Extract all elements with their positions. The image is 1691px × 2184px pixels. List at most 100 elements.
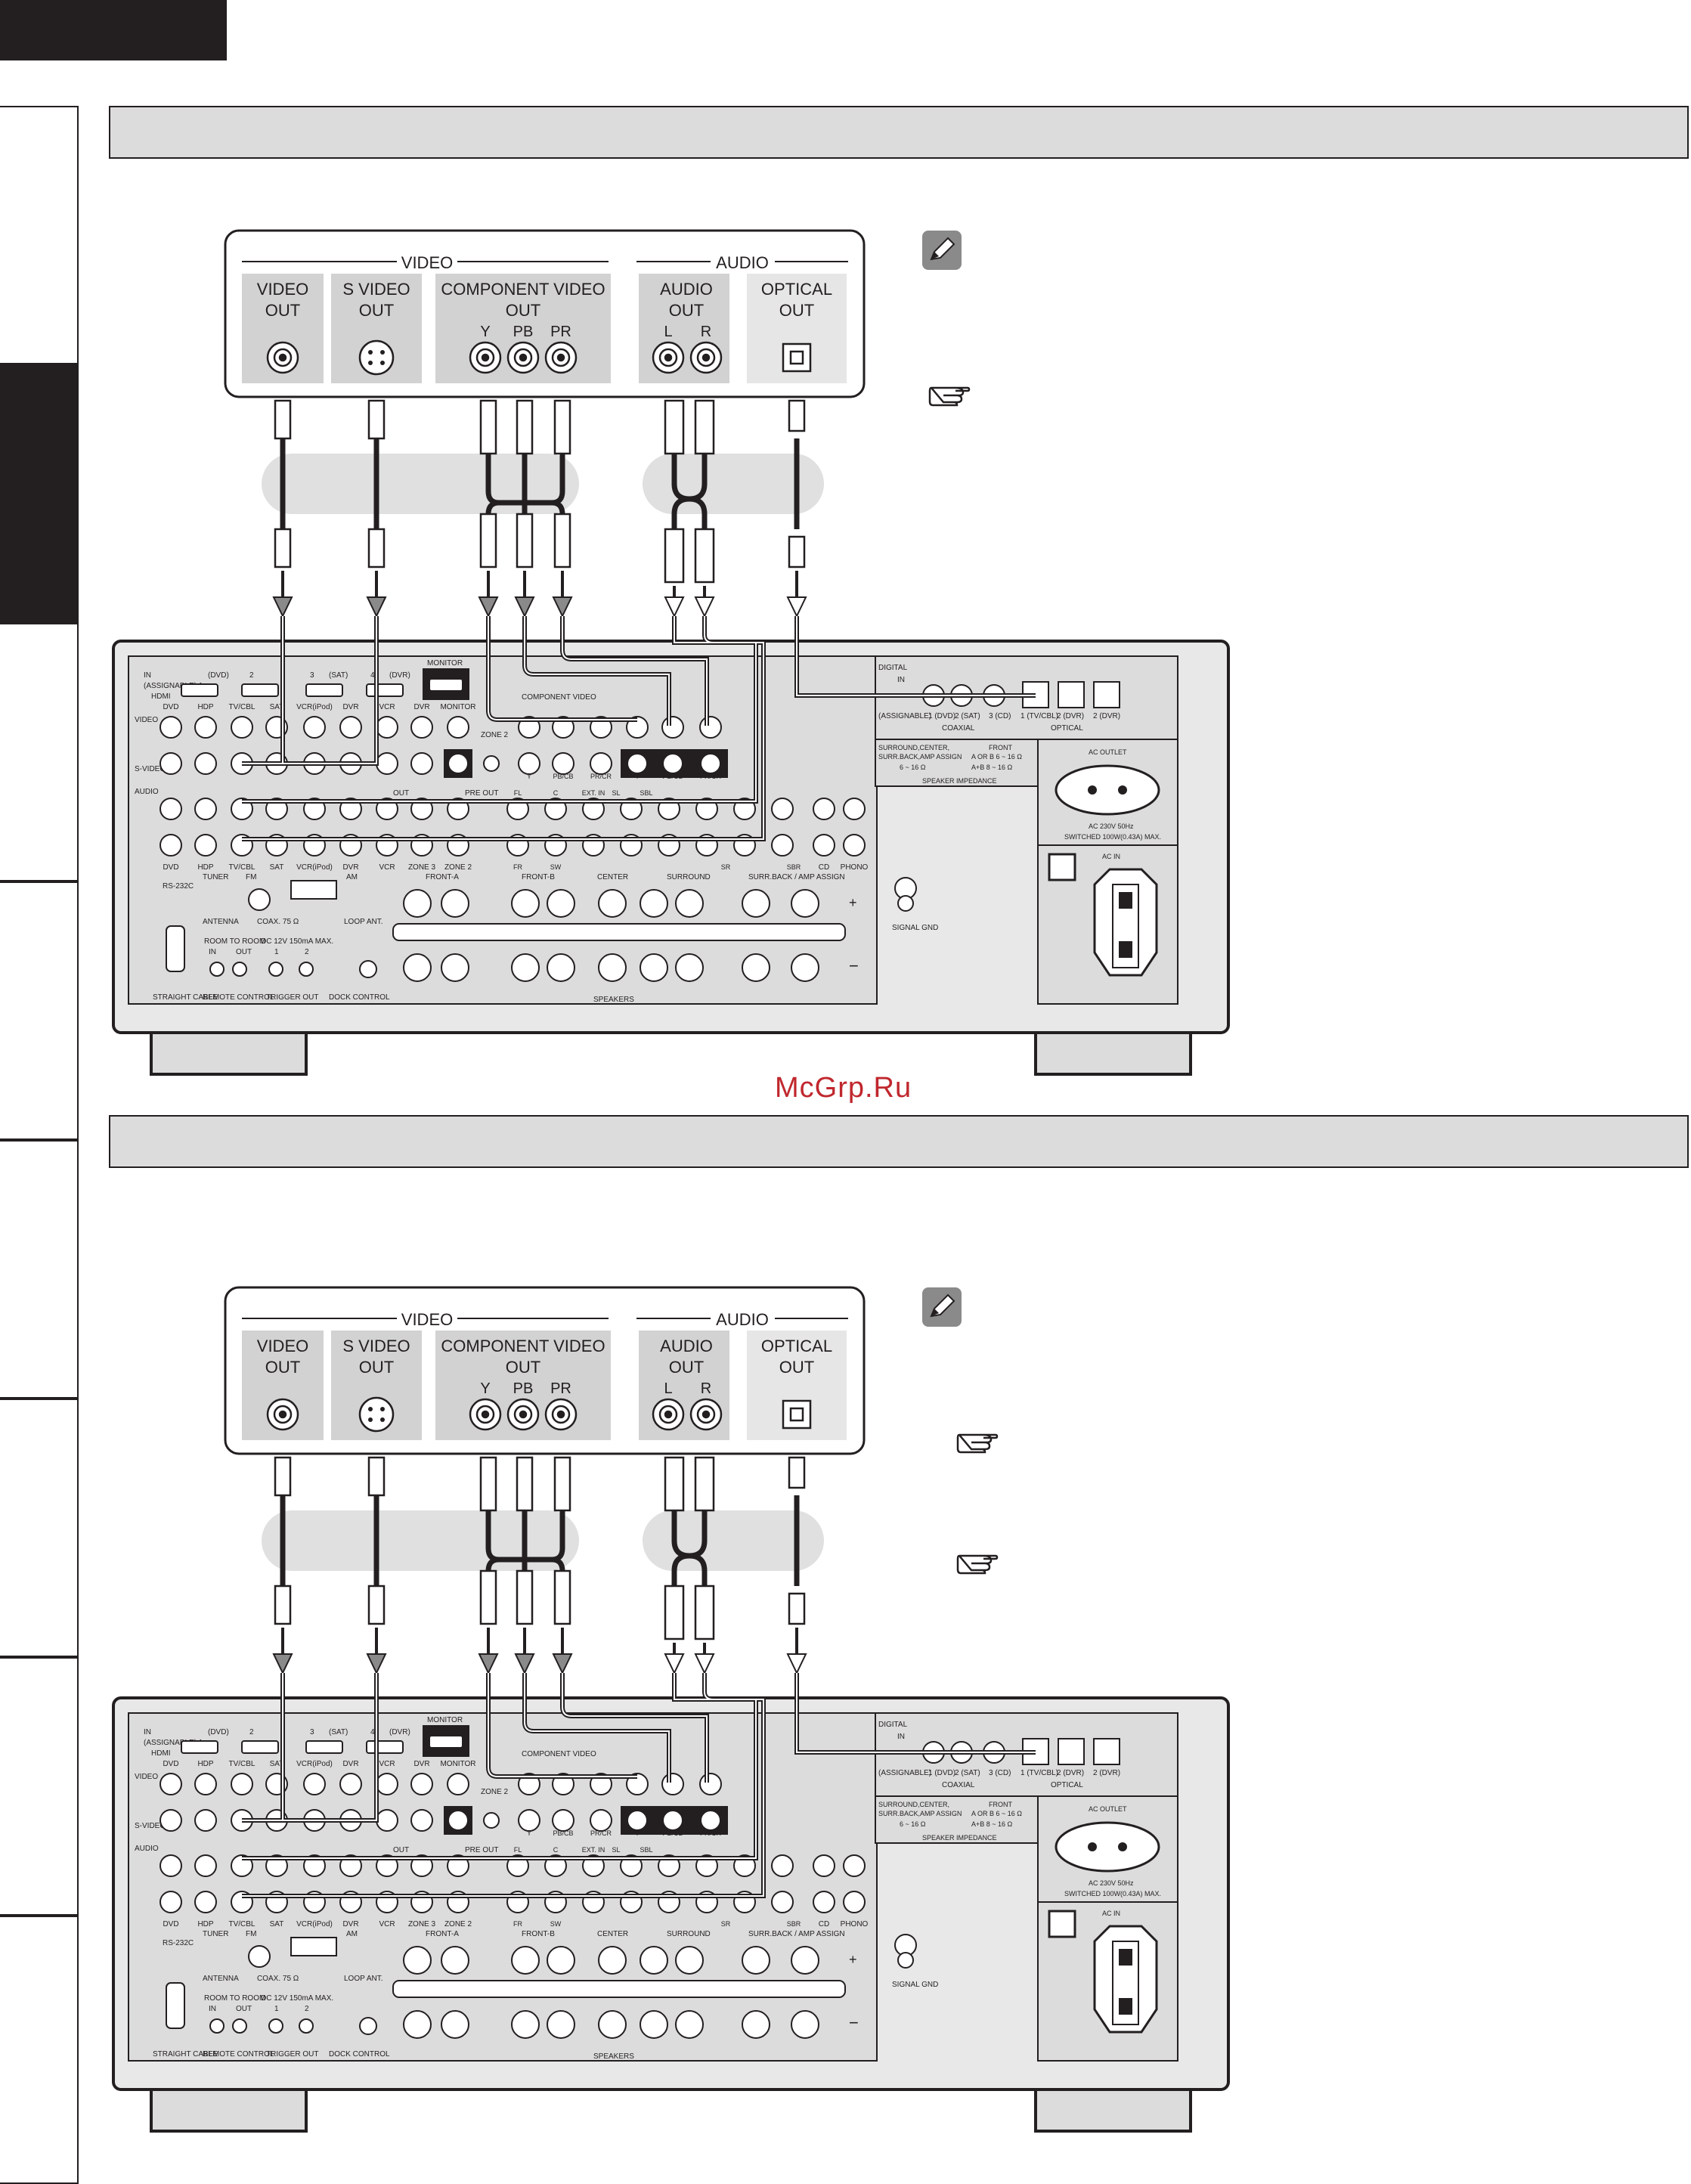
power-switch — [1048, 1910, 1076, 1938]
optical-out-label: OPTICAL — [761, 1337, 832, 1355]
audio-r-label: R — [701, 324, 711, 340]
out-label: OUT — [393, 1846, 409, 1854]
coax-2-label: 2 (SAT) — [955, 1769, 980, 1777]
impedance-label: SURROUND,CENTER, — [878, 1801, 949, 1808]
antenna-label: ANTENNA — [203, 918, 239, 926]
speaker-terminals — [392, 1934, 917, 2039]
impedance-label: A+B 8 ~ 16 Ω — [971, 1820, 1013, 1828]
hdmi-3-label: 3 — [310, 1728, 314, 1736]
input-label-hdp: HDP — [197, 1760, 213, 1768]
audio-col-label: HDP — [197, 1920, 213, 1928]
dc-12v-label: DC 12V 150mA MAX. — [261, 1994, 333, 2003]
component-label-2: OUT — [506, 1358, 540, 1377]
pre-col-label: EXT. IN — [582, 789, 605, 797]
audio-col-label: DVR — [342, 1920, 358, 1928]
coax-75-label: COAX. 75 Ω — [257, 918, 299, 926]
pointing-hand-icon — [928, 382, 971, 411]
side-tab-4[interactable] — [0, 881, 79, 1140]
zone2-label: ZONE 2 — [481, 1788, 509, 1796]
side-tab-6[interactable] — [0, 1399, 79, 1657]
hdmi-assign-label: (ASSIGNABLE) 1 — [144, 1739, 203, 1747]
side-tab-5[interactable] — [0, 1140, 79, 1399]
coaxial-label: COAXIAL — [942, 724, 975, 733]
hdmi-monitor-label: MONITOR — [427, 1716, 463, 1724]
straight-cable-label: STRAIGHT CABLE — [153, 2050, 218, 2059]
coax-assign-label: (ASSIGNABLE) — [878, 1769, 931, 1777]
impedance-label: SURR.BACK,AMP ASSIGN — [878, 1810, 962, 1817]
input-label-tvcbl: TV/CBL — [228, 703, 255, 711]
pointing-hand-icon — [956, 1429, 999, 1458]
pre-col-label: SL — [612, 789, 620, 797]
input-label-dvd: DVD — [163, 703, 178, 711]
hdmi-dvd-label: (DVD) — [208, 1728, 229, 1736]
input-label-dvr-out: DVR — [413, 703, 429, 711]
comp-col-label: PR/CR — [590, 773, 612, 780]
room-to-room-out-label: OUT — [236, 2005, 252, 2013]
input-label-sat: SAT — [270, 1760, 284, 1768]
side-tab-1[interactable] — [0, 106, 79, 364]
speaker-front-a-label: FRONT-A — [426, 873, 459, 881]
svideo-row-label: S-VIDEO — [135, 1822, 166, 1830]
minus-sign: − — [849, 956, 859, 975]
zone2-label: ZONE 2 — [481, 731, 509, 739]
optical-out-label-2: OUT — [779, 301, 814, 320]
pre-col-label: SBL — [640, 789, 652, 797]
digital-in-label: IN — [897, 676, 905, 684]
connection-diagram-1: VIDEO AUDIO VIDEO OUT S VIDEO OUT COMPON… — [0, 0, 1691, 1076]
video-out-label-2: OUT — [265, 301, 300, 320]
coax-3-label: 3 (CD) — [989, 712, 1011, 720]
group-audio-label: AUDIO — [716, 253, 769, 272]
side-tab-8[interactable] — [0, 1916, 79, 2184]
comp-col-label: PB/CB — [553, 773, 573, 780]
pencil-note-icon — [922, 1287, 962, 1327]
out-label: OUT — [393, 789, 409, 798]
hdmi-monitor-label: MONITOR — [427, 659, 463, 668]
audio-col-label: SAT — [270, 1920, 284, 1928]
audio-col-label: ZONE 2 — [444, 1920, 472, 1928]
page-corner-block — [0, 0, 227, 60]
audio-l-label: L — [664, 324, 672, 340]
comp-y-label: Y — [480, 1380, 490, 1397]
side-tab-7[interactable] — [0, 1657, 79, 1916]
input-label-vcr: VCR — [379, 703, 395, 711]
audio-col-label: VCR(iPod) — [296, 863, 333, 872]
audio-col-label: PHONO — [841, 863, 869, 872]
fm-antenna-jack — [248, 1945, 271, 1968]
speakers-label: SPEAKERS — [593, 996, 634, 1004]
ac-outlet-socket — [1055, 764, 1160, 816]
connection-diagram-2: VIDEO AUDIO VIDEO OUT S VIDEO OUT COMPON… — [0, 1057, 1691, 2133]
fm-label: FM — [246, 873, 256, 881]
dock-control-label: DOCK CONTROL — [329, 2050, 390, 2059]
speaker-terminals — [392, 877, 917, 982]
video-out-label: VIDEO — [257, 1337, 308, 1355]
audio-col-label: VCR(iPod) — [296, 1920, 333, 1928]
opt-2-label: 2 (DVR) — [1057, 712, 1084, 720]
pencil-note-icon — [922, 231, 962, 270]
pre-col-label: SR — [721, 863, 731, 871]
side-tab-2-active[interactable] — [0, 364, 79, 623]
svideo-out-label: S VIDEO — [342, 1337, 410, 1355]
input-label-vcr-ipod: VCR(iPod) — [296, 703, 333, 711]
audio-col-label: DVD — [163, 863, 178, 872]
trigger-2-label: 2 — [305, 948, 309, 956]
side-tab-3[interactable] — [0, 623, 79, 881]
minus-sign: − — [849, 2013, 859, 2032]
hdmi-in-label: IN — [144, 671, 151, 680]
hdmi-dvd-label: (DVD) — [208, 671, 229, 680]
input-label-dvr-out: DVR — [413, 1760, 429, 1768]
audio-col-label: TV/CBL — [228, 863, 255, 872]
ac-spec-label: SWITCHED 100W(0.43A) MAX. — [1064, 833, 1161, 841]
opt-1-label: 1 (TV/CBL) — [1020, 1769, 1058, 1777]
input-label-monitor: MONITOR — [440, 703, 475, 711]
pre-col-label: SBL — [640, 1846, 652, 1854]
audio-out-label-2: OUT — [669, 1358, 704, 1377]
trigger-1-label: 1 — [274, 2005, 279, 2013]
speaker-center-label: CENTER — [597, 873, 628, 881]
am-antenna-terminal — [290, 880, 337, 900]
am-label: AM — [346, 1930, 358, 1938]
impedance-label: SURR.BACK,AMP ASSIGN — [878, 753, 962, 761]
dock-control-jack — [359, 2017, 377, 2035]
hdmi-4-label: 4 — [370, 671, 375, 680]
impedance-label: 6 ~ 16 Ω — [900, 1820, 926, 1828]
audio-col-label: ZONE 2 — [444, 863, 472, 872]
